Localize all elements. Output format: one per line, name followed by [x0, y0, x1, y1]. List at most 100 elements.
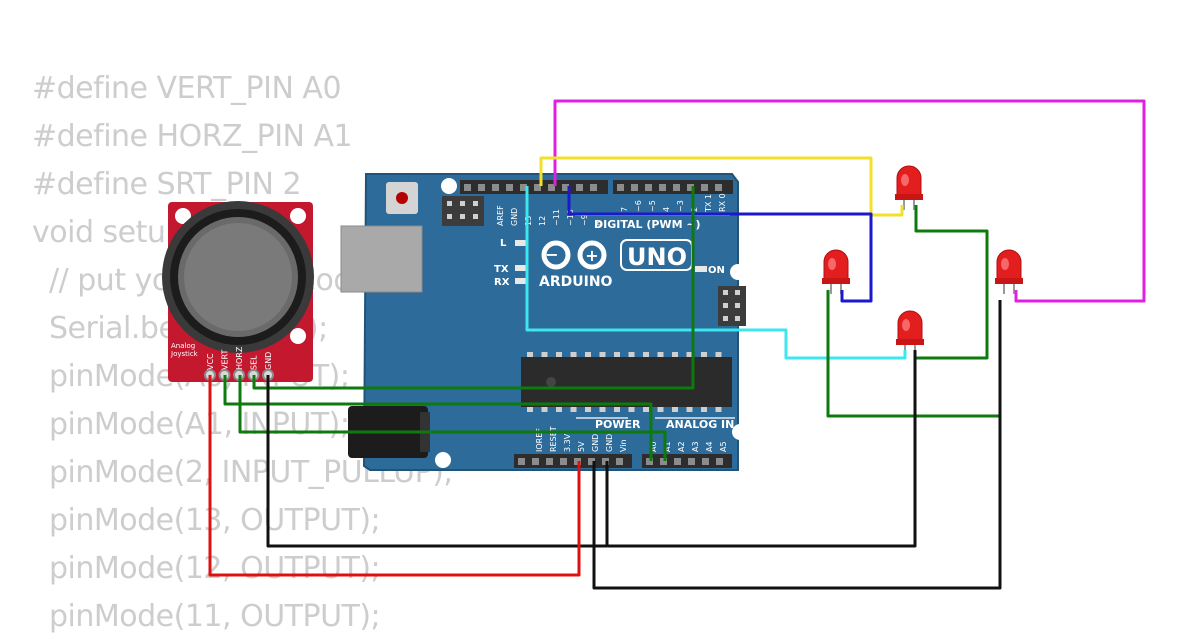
- pin-hole[interactable]: [660, 458, 667, 465]
- led[interactable]: [896, 310, 924, 355]
- mount-hole: [435, 452, 451, 468]
- pin-label: ~10: [566, 209, 575, 226]
- pin-label: Vin: [619, 439, 628, 452]
- svg-text:+: +: [585, 246, 598, 265]
- chip-notch: [546, 377, 556, 387]
- icsp-header-right: [718, 286, 746, 326]
- code-line: pinMode(13, OUTPUT);: [49, 503, 381, 538]
- pin-hole[interactable]: [646, 458, 653, 465]
- power-header-label: POWER: [595, 418, 641, 431]
- led[interactable]: [895, 165, 923, 210]
- arduino-infinity-logo: [541, 240, 607, 270]
- joystick-pin-label: VERT: [221, 349, 230, 370]
- joystick-pin-label: SEL: [250, 355, 259, 370]
- reset-button-cap[interactable]: [396, 192, 408, 204]
- mount-hole: [441, 178, 457, 194]
- wire-red-5v[interactable]: [208, 375, 581, 577]
- pin-hole[interactable]: [532, 458, 539, 465]
- pin-hole[interactable]: [576, 184, 583, 191]
- pin-hole[interactable]: [645, 184, 652, 191]
- pin-hole[interactable]: [673, 184, 680, 191]
- pin-label: 5V: [577, 441, 586, 452]
- wire-black-joystick-gnd[interactable]: [266, 375, 609, 548]
- pin-label: 3.3V: [563, 433, 572, 452]
- pin-hole[interactable]: [590, 184, 597, 191]
- pin-label: A3: [691, 441, 700, 452]
- pin-hole[interactable]: [518, 458, 525, 465]
- pin-hole[interactable]: [492, 184, 499, 191]
- pin-label: A0: [649, 441, 658, 452]
- wire-blue-pin11[interactable]: [567, 186, 873, 303]
- pin-label: A2: [677, 441, 686, 452]
- led-l-indicator: [515, 240, 527, 246]
- pin-hole[interactable]: [687, 184, 694, 191]
- pin-hole[interactable]: [548, 184, 555, 191]
- digital-header-label: DIGITAL (PWM ~): [594, 218, 701, 231]
- led[interactable]: [822, 249, 850, 294]
- pin-label: ~9: [580, 214, 589, 226]
- led-group: [822, 165, 1023, 355]
- analog-header-label: ANALOG IN: [666, 418, 734, 431]
- on-label: ON: [708, 265, 725, 276]
- wire-yellow-pin13[interactable]: [539, 156, 904, 217]
- pin-hole[interactable]: [716, 458, 723, 465]
- pin-label: RESET: [549, 426, 558, 452]
- joystick-pin-label: GND: [264, 352, 273, 370]
- pin-label: GND: [591, 434, 600, 452]
- wire-black-led2-gnd[interactable]: [592, 300, 1002, 590]
- pin-label: AREF: [496, 205, 505, 226]
- pin-label: ~11: [552, 209, 561, 226]
- code-line: #define SRT_PIN 2: [32, 167, 302, 202]
- pin-hole[interactable]: [631, 184, 638, 191]
- wire-green-led-top[interactable]: [913, 205, 989, 360]
- pin-label: GND: [605, 434, 614, 452]
- pin-hole[interactable]: [715, 184, 722, 191]
- icsp-header: [442, 196, 484, 226]
- wire-black-led-gnd[interactable]: [608, 350, 917, 548]
- joystick-caption-1: Analog: [171, 342, 195, 350]
- wires: [208, 99, 1146, 590]
- pin-hole[interactable]: [520, 184, 527, 191]
- code-line: pinMode(11, OUTPUT);: [49, 599, 381, 634]
- pin-hole[interactable]: [702, 458, 709, 465]
- pin-hole[interactable]: [506, 184, 513, 191]
- mount-hole: [730, 264, 746, 280]
- pin-label: 8: [594, 221, 603, 226]
- wire-green-sel-pin2[interactable]: [252, 186, 695, 390]
- wire-cyan-pin10[interactable]: [525, 186, 907, 360]
- pin-hole[interactable]: [701, 184, 708, 191]
- pin-hole[interactable]: [688, 458, 695, 465]
- led-tx-indicator: [515, 265, 527, 271]
- pin-hole[interactable]: [546, 458, 553, 465]
- pin-hole[interactable]: [617, 184, 624, 191]
- pin-label: 7: [620, 207, 629, 212]
- pin-hole[interactable]: [478, 184, 485, 191]
- pin-hole[interactable]: [562, 184, 569, 191]
- brand-label: ARDUINO: [539, 274, 613, 290]
- usb-connector: [340, 225, 423, 293]
- pin-label: 4: [662, 207, 671, 212]
- pin-label: ~3: [676, 200, 685, 212]
- pin-label: A1: [663, 441, 672, 452]
- pin-hole[interactable]: [616, 458, 623, 465]
- mount-hole: [732, 424, 748, 440]
- wire-green-horz-a1[interactable]: [238, 375, 667, 461]
- tx-label: TX: [494, 264, 509, 275]
- code-line: #define VERT_PIN A0: [32, 71, 342, 106]
- code-line: pinMode(A1, INPUT);: [49, 407, 350, 442]
- led-on-indicator: [695, 266, 707, 272]
- pin-hole[interactable]: [674, 458, 681, 465]
- mount-hole: [290, 208, 306, 224]
- l-label: L: [500, 238, 507, 249]
- model-label: UNO: [627, 243, 687, 271]
- pin-hole[interactable]: [588, 458, 595, 465]
- pin-hole[interactable]: [560, 458, 567, 465]
- wire-magenta-pin12[interactable]: [553, 99, 1146, 303]
- led[interactable]: [995, 249, 1023, 294]
- pin-hole[interactable]: [534, 184, 541, 191]
- pin-label: 12: [538, 216, 547, 226]
- pin-hole[interactable]: [659, 184, 666, 191]
- pin-label: GND: [510, 208, 519, 226]
- pin-hole[interactable]: [464, 184, 471, 191]
